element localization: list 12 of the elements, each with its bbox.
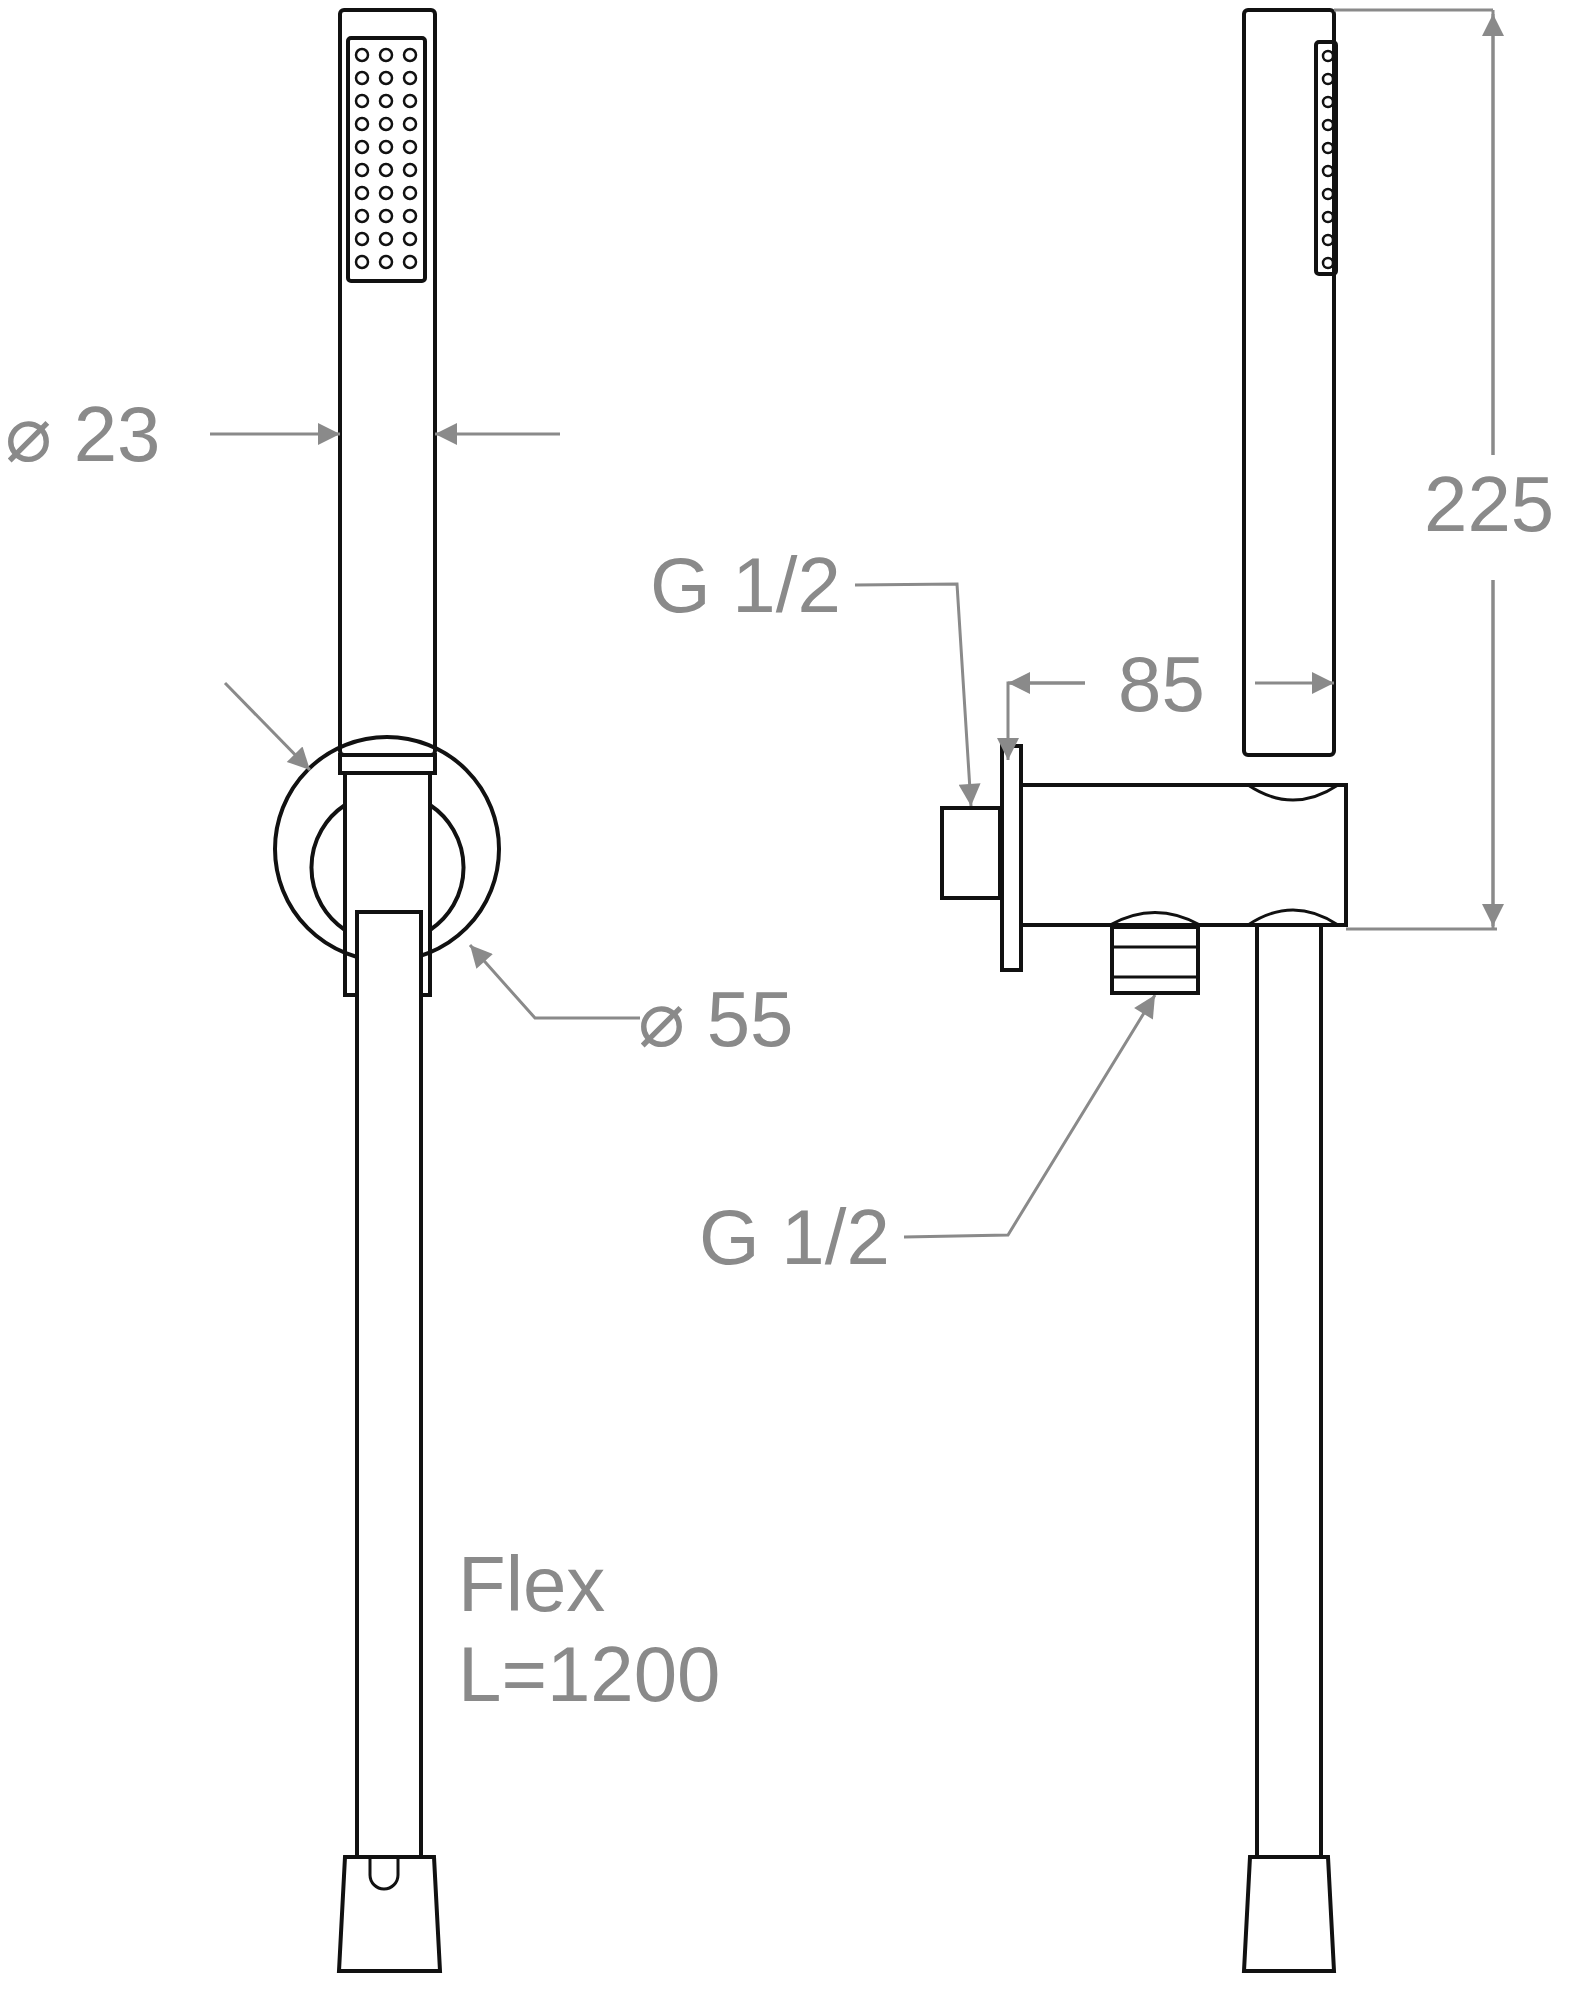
note-text: L=1200 [458, 1635, 721, 1713]
dimension-label: 85 [1118, 645, 1205, 723]
leader-line [855, 582, 981, 807]
note-text: Flex [458, 1545, 606, 1623]
thread-label: G 1/2 [699, 1192, 904, 1282]
outlet-connector-drawing [1110, 925, 1200, 995]
thread-label: G 1/2 [650, 540, 855, 630]
inlet-thread-drawing [940, 806, 1002, 900]
dimension-label: ⌀ 23 [5, 395, 161, 473]
leader-line [903, 994, 1157, 1239]
dimension-label: 225 [1424, 465, 1555, 543]
dimension-label: ⌀ 55 [638, 980, 794, 1058]
